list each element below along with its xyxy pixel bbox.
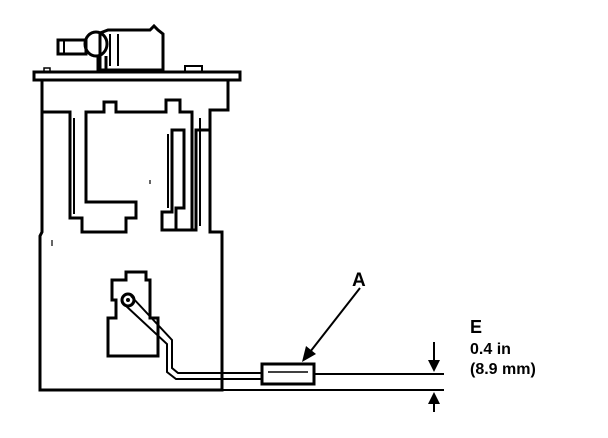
float-arm xyxy=(124,295,262,380)
top-fitting-assembly xyxy=(56,23,203,74)
dimension-arrows xyxy=(428,342,440,412)
reference-lines xyxy=(222,373,444,391)
mounting-flange xyxy=(32,67,242,82)
callout-e: E xyxy=(470,317,482,337)
float xyxy=(260,362,316,386)
leader-a xyxy=(302,287,361,362)
dimension-in: 0.4 in xyxy=(470,341,511,358)
dimension-mm: (8.9 mm) xyxy=(470,361,536,378)
callout-a: A xyxy=(352,270,366,291)
pump-body xyxy=(38,80,230,392)
fuel-level-sender xyxy=(106,270,160,358)
